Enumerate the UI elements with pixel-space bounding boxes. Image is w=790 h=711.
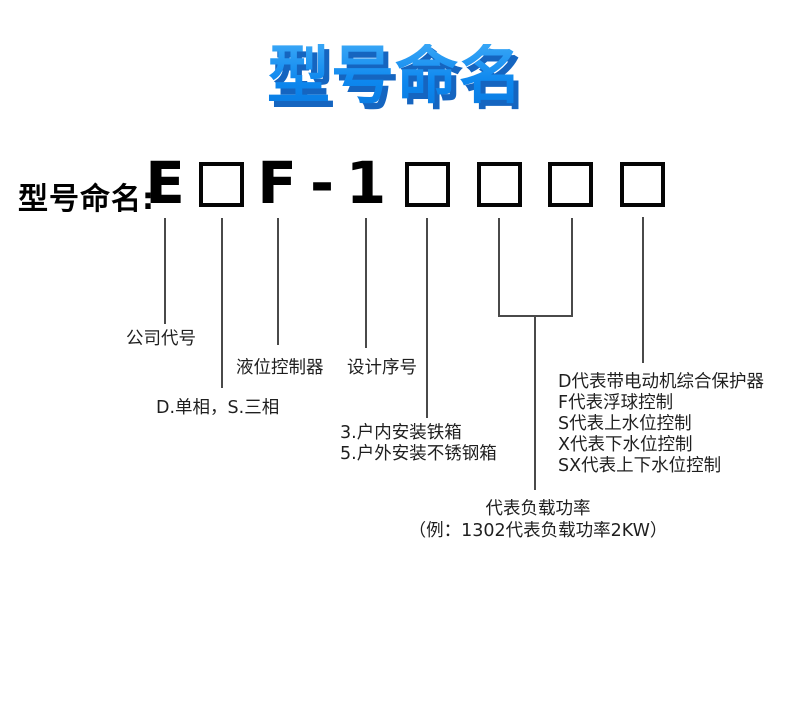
model-placeholder-box-1 <box>199 162 244 207</box>
connector-line-company <box>164 218 166 324</box>
label-suffix-d: D代表带电动机综合保护器 <box>558 372 764 392</box>
connector-bracket-right <box>571 218 573 316</box>
model-placeholder-box-2 <box>405 162 450 207</box>
label-phase: D.单相，S.三相 <box>156 398 280 418</box>
page-title-shadow: 型号命名 <box>5 50 790 113</box>
label-suffix-block: D代表带电动机综合保护器 F代表浮球控制 S代表上水位控制 X代表下水位控制 S… <box>558 372 764 477</box>
label-install-outdoor: 5.户外安装不锈钢箱 <box>340 444 497 464</box>
connector-line-serial <box>365 218 367 348</box>
connector-line-controller <box>277 218 279 345</box>
label-suffix-sx: SX代表上下水位控制 <box>558 456 722 476</box>
label-install-block: 3.户内安装铁箱 5.户外安装不锈钢箱 <box>340 423 497 465</box>
page-title-text: 型号命名 <box>0 44 790 107</box>
model-prefix-label: 型号命名: <box>18 182 155 217</box>
label-power-title: 代表负载功率 <box>485 499 591 519</box>
label-power-example: （例：1302代表负载功率2KW） <box>408 520 668 541</box>
model-char-e: E <box>145 149 185 217</box>
model-char-f: F <box>257 149 297 217</box>
connector-line-install <box>426 218 428 418</box>
label-suffix-x: X代表下水位控制 <box>558 435 693 455</box>
label-design-serial: 设计序号 <box>347 358 417 378</box>
label-install-indoor: 3.户内安装铁箱 <box>340 423 462 443</box>
connector-bracket-left <box>498 218 500 316</box>
label-suffix-f: F代表浮球控制 <box>558 393 674 413</box>
model-placeholder-box-5 <box>620 162 665 207</box>
label-company-code: 公司代号 <box>126 329 196 349</box>
label-power-block: 代表负载功率 （例：1302代表负载功率2KW） <box>400 499 676 542</box>
model-char-1: 1 <box>345 149 387 217</box>
label-suffix-s: S代表上水位控制 <box>558 414 692 434</box>
connector-line-suffix <box>642 217 644 363</box>
label-controller: 液位控制器 <box>236 358 324 378</box>
model-placeholder-box-3 <box>477 162 522 207</box>
model-char-dash: - <box>309 149 335 217</box>
connector-line-phase <box>221 218 223 388</box>
page-title: 型号命名 型号命名 <box>0 44 790 130</box>
model-placeholder-box-4 <box>548 162 593 207</box>
connector-bracket-stub <box>534 315 536 490</box>
